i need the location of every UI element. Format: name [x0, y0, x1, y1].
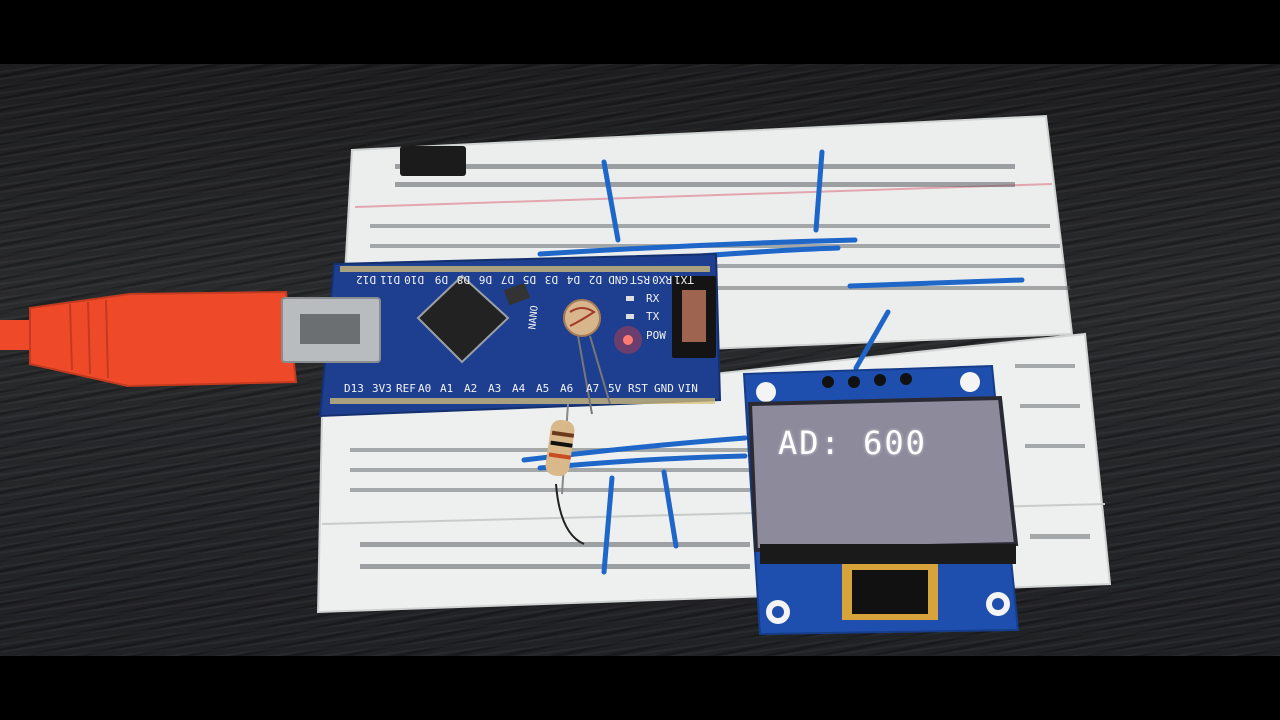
top-pin-label: RX0	[652, 273, 672, 286]
photoresistor	[563, 299, 601, 337]
breadboard-scene	[0, 114, 1112, 636]
bottom-pin-label: 3V3	[372, 382, 392, 395]
top-pin-label: D7	[500, 273, 514, 286]
top-pin-label: D2	[588, 273, 602, 286]
bottom-pin-label: A3	[488, 382, 502, 395]
top-pin-label: D6	[478, 273, 492, 286]
top-pin-label: D8	[456, 273, 470, 286]
top-pin-label: D5	[522, 273, 536, 286]
bottom-pin-label: 5V	[608, 382, 622, 395]
bottom-pin-label: A2	[464, 382, 478, 395]
arduino-nano-board	[318, 252, 722, 418]
oled-screen	[747, 395, 1019, 553]
top-pin-label: GND	[608, 273, 628, 286]
header-pins	[400, 146, 466, 176]
led-label-rx: RX	[646, 292, 660, 305]
bottom-pin-label: A7	[586, 382, 600, 395]
top-pin-label: D3	[544, 273, 558, 286]
jumper-wires	[521, 149, 1025, 575]
top-pin-label: D12	[356, 273, 376, 286]
atmega-chip	[416, 274, 510, 364]
power-led	[623, 335, 633, 345]
bottom-pin-label: A0	[418, 382, 432, 395]
bottom-pin-label: A5	[536, 382, 550, 395]
breadboard-photo: NANO RX TX POW TX1 RX0 RST GND D2 D4 D3 …	[0, 64, 1280, 656]
top-pin-label: D9	[434, 273, 448, 286]
arduino-pin-holes	[330, 266, 715, 404]
top-pin-label: D4	[566, 273, 580, 286]
oled-readout: AD: 600	[778, 424, 927, 462]
bottom-pin-label: REF	[396, 382, 416, 395]
led-label-pow: POW	[646, 329, 666, 342]
bottom-pin-label: RST	[628, 382, 648, 395]
led-label-tx: TX	[646, 310, 660, 323]
bottom-pin-label: A6	[560, 382, 574, 395]
bottom-pin-label: D13	[344, 382, 364, 395]
bottom-pin-label: VIN	[678, 382, 698, 395]
bottom-pin-label: A1	[440, 382, 454, 395]
usb-cable	[0, 290, 381, 388]
bottom-pin-label: A4	[512, 382, 526, 395]
top-pin-label: D10	[404, 273, 424, 286]
resistor	[545, 403, 585, 545]
top-pin-label: TX1	[674, 273, 694, 286]
top-pin-label: D11	[380, 273, 400, 286]
top-pin-label: RST	[630, 273, 650, 286]
oled-module	[742, 364, 1020, 636]
bottom-pin-label: GND	[654, 382, 674, 395]
